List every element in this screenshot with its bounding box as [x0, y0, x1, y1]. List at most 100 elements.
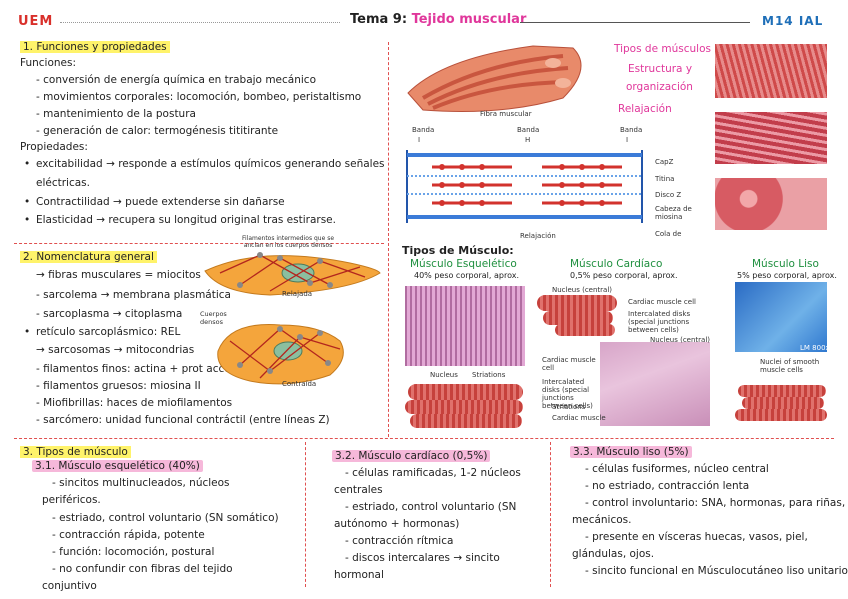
- micrograph-esqueletico: [405, 286, 525, 366]
- band-label: Banda: [412, 126, 435, 134]
- sub2-item: - discos intercalares → sincito: [345, 552, 500, 564]
- funciones-label: Funciones:: [20, 57, 77, 69]
- sub1-item: - contracción rápida, potente: [52, 529, 205, 541]
- label-tipos: Tipos de músculos: [614, 43, 711, 55]
- skeletal-fiber-2: [405, 400, 523, 414]
- sub3-item: - células fusiformes, núcleo central: [585, 463, 769, 475]
- liso-sub: 5% peso corporal, aprox.: [737, 271, 837, 280]
- nomenclatura-item: - filamentos gruesos: miosina II: [36, 380, 201, 392]
- horizontal-divider-bottom: [14, 438, 834, 439]
- smooth-cell-2: [742, 397, 824, 409]
- skeletal-fiber-1: [408, 384, 523, 400]
- cardiac-cell-2: [543, 311, 613, 325]
- sarcomere-label: Cabeza de miosina: [655, 205, 692, 221]
- title-topic: Tejido muscular: [411, 12, 527, 27]
- propiedad-item-cont: eléctricas.: [36, 177, 90, 189]
- label-relajacion: Relajación: [618, 103, 672, 115]
- relajacion-caption: Relajación: [520, 232, 556, 240]
- header-left-label: UEM: [18, 14, 54, 29]
- muscle-fiber-illustration: [403, 38, 603, 118]
- smooth-muscle-diagram: [204, 252, 381, 385]
- diagram-label-cuerpos: Cuerpos densos: [200, 310, 227, 326]
- card-label: Nucleus (central): [650, 336, 710, 344]
- skeletal-fiber-3: [410, 414, 522, 428]
- sub3-item: - control involuntario: SNA, hormonas, p…: [585, 497, 846, 509]
- card-sub: 0,5% peso corporal, aprox.: [570, 271, 678, 280]
- card-label: Intercalated disks (special junctions be…: [628, 310, 691, 334]
- cardiac-cell-1: [537, 295, 617, 311]
- nomenclatura-item: - Miofibrillas: haces de miofilamentos: [36, 397, 233, 409]
- liso-label-nuclei: Nuclei of smooth muscle cells: [760, 358, 820, 374]
- header-right-label: M14 IAL: [762, 14, 824, 28]
- liso-title: Músculo Liso: [752, 258, 819, 270]
- diagram-label-filamentos: Filamentos intermedios que se anclan en …: [241, 235, 335, 249]
- esq-sub: 40% peso corporal, aprox.: [414, 271, 520, 280]
- band-label: Banda: [517, 126, 540, 134]
- band-label: Banda: [620, 126, 643, 134]
- band-letter: I: [626, 136, 629, 144]
- propiedades-label: Propiedades:: [20, 141, 88, 153]
- card-label: Cardiac muscle cell: [628, 298, 696, 306]
- band-letter: I: [418, 136, 421, 144]
- tipos-title: Tipos de Músculo:: [402, 244, 514, 257]
- header-dotted-line: [60, 22, 340, 23]
- esq-title: Músculo Esquelético: [410, 258, 517, 270]
- nomenclatura-item: - sarcoplasma → citoplasma: [36, 308, 183, 320]
- funcion-item: - movimientos corporales: locomoción, bo…: [36, 91, 362, 103]
- sub2-item: centrales: [334, 484, 383, 496]
- propiedad-item: Contractilidad → puede extenderse sin da…: [24, 195, 285, 209]
- section2-heading: 2. Nomenclatura general: [20, 250, 157, 264]
- fiber-caption: Fibra muscular: [480, 110, 532, 118]
- card-label: Nucleus (central): [552, 286, 612, 294]
- title-prefix: Tema 9:: [350, 12, 408, 27]
- sub3-item: - presente en vísceras huecas, vasos, pi…: [585, 531, 808, 543]
- micrograph-cardiaco: [600, 342, 710, 426]
- sub3-item: - no estriado, contracción lenta: [585, 480, 750, 492]
- liso-label-lm: LM 800x: [800, 344, 830, 352]
- sarcomere-diagram: [406, 150, 643, 223]
- nomenclatura-item: - sarcómero: unidad funcional contráctil…: [36, 414, 330, 426]
- sub1-item: - estriado, control voluntario (SN somát…: [52, 512, 279, 524]
- header-right-line: [520, 22, 750, 23]
- diagram-label-relajada: Relajada: [282, 290, 313, 298]
- page-title: Tema 9: Tejido muscular: [350, 12, 526, 27]
- label-estructura: Estructura y: [628, 63, 693, 75]
- card-label: Cardiac muscle: [552, 414, 606, 422]
- sub3-item: glándulas, ojos.: [572, 548, 655, 560]
- funcion-item: - generación de calor: termogénesis titi…: [36, 125, 279, 137]
- nomenclatura-item: - filamentos finos: actina + prot acceso: [36, 363, 243, 375]
- sub1-item: - sincitos multinucleados, núcleos: [52, 477, 230, 489]
- vertical-divider-bottom-2: [550, 442, 551, 587]
- sub2-item: - estriado, control voluntario (SN: [345, 501, 517, 513]
- sub3-item: mecánicos.: [572, 514, 632, 526]
- smooth-cell-3: [735, 409, 827, 421]
- band-letter: H: [525, 136, 531, 144]
- card-label: Intercalated disks (special junctions be…: [542, 378, 593, 410]
- funcion-item: - mantenimiento de la postura: [36, 108, 196, 120]
- sub3-item: - sincito funcional en Músculocutáneo li…: [585, 565, 848, 577]
- diagram-label-contraida: Contraída: [282, 380, 317, 388]
- propiedad-item: Elasticidad → recupera su longitud origi…: [24, 213, 336, 227]
- vertical-divider-top: [388, 42, 389, 437]
- vertical-divider-bottom-1: [305, 442, 306, 587]
- micrograph-skeletal-2: [715, 112, 827, 164]
- sub1-item: conjuntivo: [42, 580, 97, 592]
- card-label: Striations: [552, 403, 586, 411]
- sub1-item: periféricos.: [42, 494, 101, 506]
- micrograph-liso: [735, 282, 827, 352]
- micrograph-skeletal-3: [715, 178, 827, 230]
- sub2-heading: 3.2. Músculo cardíaco (0,5%): [332, 449, 491, 463]
- card-label: Cardiac muscle cell: [542, 356, 596, 372]
- nomenclatura-item: retículo sarcoplásmico: REL: [24, 325, 180, 339]
- sub1-item: - función: locomoción, postural: [52, 546, 215, 558]
- section1-heading: 1. Funciones y propiedades: [20, 40, 170, 54]
- card-title: Músculo Cardíaco: [570, 258, 663, 270]
- sub1-item: - no confundir con fibras del tejido: [52, 563, 233, 575]
- section3-heading: 3. Tipos de músculo: [20, 445, 131, 459]
- esq-label-nucleus: Nucleus: [430, 371, 458, 379]
- smooth-cell-1: [738, 385, 826, 397]
- esq-label-striations: Striations: [472, 371, 506, 379]
- sarcomere-label: Cola de: [655, 230, 682, 238]
- sub2-item: - contracción rítmica: [345, 535, 454, 547]
- sub3-heading: 3.3. Músculo liso (5%): [570, 445, 692, 459]
